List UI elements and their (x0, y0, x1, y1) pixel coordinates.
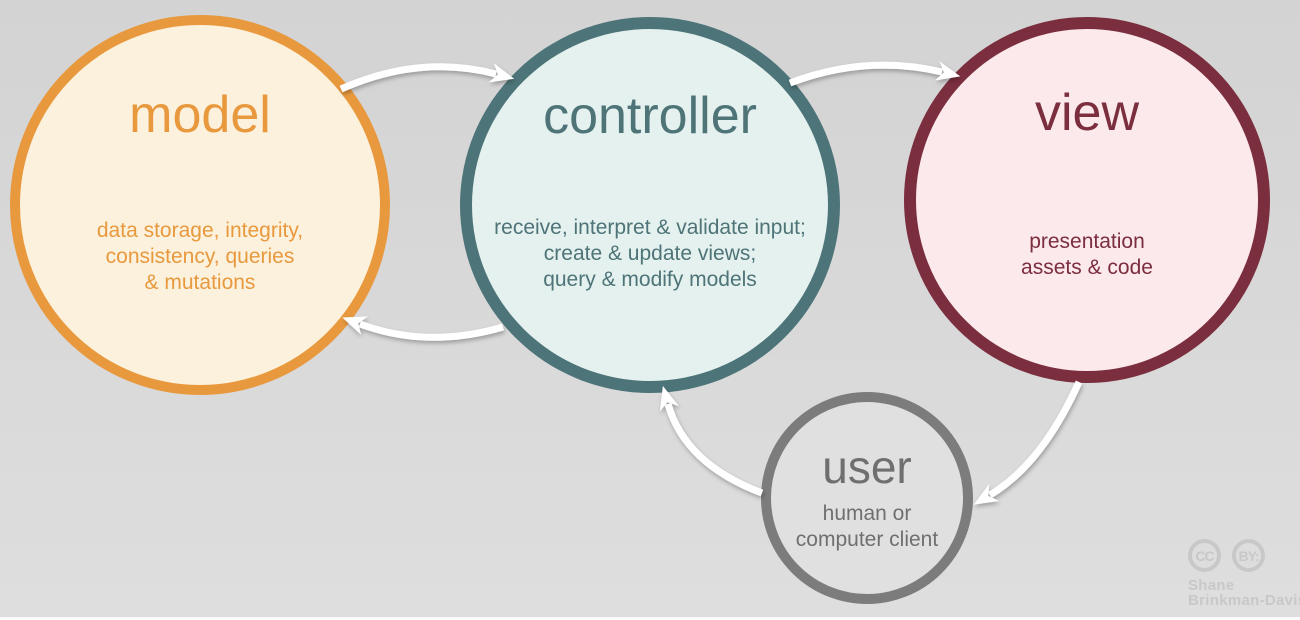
view-description: presentation assets & code (916, 229, 1258, 281)
author-name-line: Shane (1188, 577, 1235, 594)
license-attribution: CC BY: Shane Brinkman-Davis (1188, 539, 1300, 608)
view-desc-line: assets & code (1021, 256, 1153, 279)
bottom-edge-highlight (0, 617, 1300, 620)
view-desc-line: presentation (1029, 230, 1145, 253)
view-title: view (1034, 84, 1140, 142)
node-view: view presentation assets & code (904, 17, 1270, 383)
model-description: data storage, integrity, consistency, qu… (20, 218, 380, 296)
controller-desc-line: create & update views; (543, 242, 757, 265)
controller-description: receive, interpret & validate input; cre… (472, 215, 828, 293)
model-desc-line: data storage, integrity, (96, 219, 304, 242)
node-model: model data storage, integrity, consisten… (10, 15, 390, 395)
arrow-view-to-user (973, 380, 1083, 505)
by-icon: BY: (1232, 539, 1265, 572)
node-controller: controller receive, interpret & validate… (460, 17, 840, 393)
arrow-controller-to-view (788, 61, 961, 87)
user-desc-line: human or (822, 502, 912, 525)
controller-desc-line: receive, interpret & validate input; (494, 216, 806, 239)
arrow-model-to-controller (339, 63, 515, 93)
user-description: human or computer client (771, 501, 963, 553)
author-name-line: Brinkman-Davis (1188, 592, 1300, 609)
model-desc-line: & mutations (144, 271, 256, 294)
arrow-controller-to-model (342, 316, 504, 341)
cc-icon: CC (1188, 539, 1221, 572)
node-user: user human or computer client (761, 392, 973, 604)
arrow-user-to-controller (659, 385, 764, 497)
controller-desc-line: query & modify models (543, 268, 757, 291)
user-title: user (822, 441, 912, 493)
controller-title: controller (543, 87, 757, 145)
user-desc-line: computer client (795, 528, 939, 551)
model-title: model (129, 86, 271, 144)
model-desc-line: consistency, queries (105, 245, 295, 268)
